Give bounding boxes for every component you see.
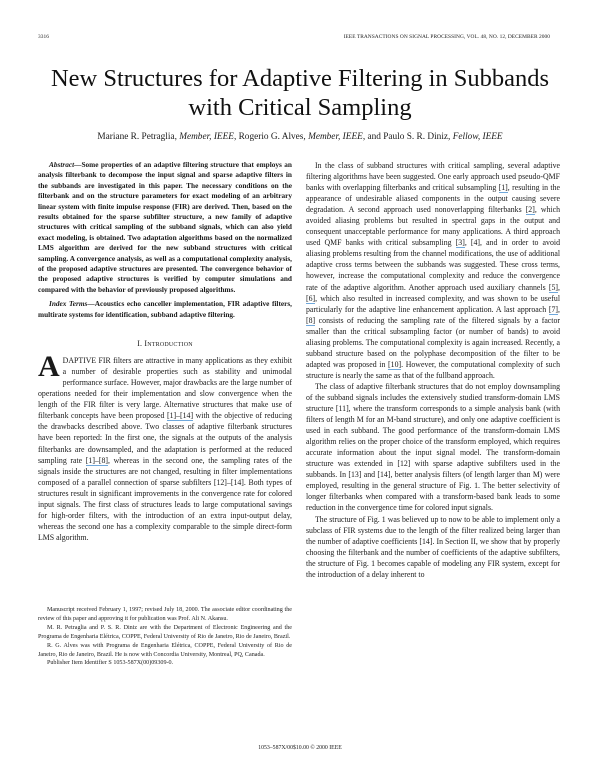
footnote-affiliation-1: M. R. Petraglia and P. S. R. Diniz are w… — [38, 624, 292, 640]
body-text: In the class of subband structures with … — [306, 161, 560, 193]
author-separator: , — [233, 132, 239, 142]
index-terms-text: Acoustics echo canceller implementation,… — [38, 299, 293, 319]
footnote-identifier: Publisher Item Identifier S 1053-587X(00… — [47, 660, 174, 667]
author-list: Mariane R. Petraglia, Member, IEEE, Roge… — [0, 132, 600, 142]
author-grade: Member, IEEE — [308, 132, 363, 142]
body-text: . However, the computational complexity … — [306, 359, 560, 380]
citation-link[interactable]: [5] — [548, 282, 559, 293]
title-line-1: New Structures for Adaptive Filtering in… — [50, 65, 550, 92]
left-column: Abstract—Some properties of an adaptive … — [38, 160, 292, 543]
body-text: , — [558, 282, 560, 292]
abstract-label: Abstract— — [49, 160, 82, 169]
body-text: consists of reducing the sampling rate o… — [306, 315, 560, 369]
author-separator: , and — [362, 132, 384, 142]
author-name: Paulo S. R. Diniz, — [383, 132, 453, 142]
running-header: 3316 IEEE TRANSACTIONS ON SIGNAL PROCESS… — [38, 34, 562, 44]
section-title: Introduction — [144, 339, 193, 349]
author-name: Rogerio G. Alves, — [238, 132, 309, 142]
title-line-2: with Critical Sampling — [188, 94, 412, 121]
citation-link[interactable]: [3] — [455, 238, 465, 249]
body-text: , whereas in the second one, the samplin… — [38, 455, 292, 542]
journal-header: IEEE TRANSACTIONS ON SIGNAL PROCESSING, … — [343, 34, 550, 40]
citation-link[interactable]: [8] — [306, 315, 316, 326]
section-number: I. — [137, 339, 145, 349]
citation-link[interactable]: [10] — [388, 359, 402, 370]
body-text: , [4], and in order to avoid aliasing pr… — [306, 238, 560, 292]
footnote-affiliation-2: R. G. Alves was with Programa de Engenha… — [38, 642, 292, 658]
section-heading-introduction: I. Introduction — [38, 338, 292, 349]
paper-title: New Structures for Adaptive Filtering in… — [0, 64, 600, 122]
right-column: In the class of subband structures with … — [306, 160, 560, 580]
author-name: Mariane R. Petraglia, — [97, 132, 180, 142]
citation-link[interactable]: [2] — [525, 205, 535, 216]
body-text: , — [558, 304, 560, 314]
page-number: 3316 — [38, 34, 49, 40]
body-paragraph: The class of adaptive filterbank structu… — [306, 381, 560, 513]
author-grade: Fellow, IEEE — [452, 132, 503, 142]
body-paragraph: The structure of Fig. 1 was believed up … — [306, 514, 560, 579]
citation-link[interactable]: [1] — [498, 183, 508, 194]
body-text: , which avoided aliasing problems but re… — [306, 205, 561, 248]
body-text: , which also resulted in increased compl… — [306, 293, 560, 314]
author-grade: Member, IEEE — [179, 132, 234, 142]
abstract-text: Some properties of an adaptive filtering… — [38, 160, 292, 294]
abstract: Abstract—Some properties of an adaptive … — [38, 160, 292, 295]
body-text: , resulting in the appearance of undesir… — [306, 183, 560, 215]
body-text: with the objective of reducing the drawb… — [38, 411, 292, 465]
footnote-manuscript: Manuscript received February 1, 1997; re… — [38, 607, 292, 622]
citation-link[interactable]: [1]–[14] — [166, 411, 194, 422]
drop-cap: A — [38, 350, 60, 384]
body-text: DAPTIVE FIR filters are attractive in ma… — [38, 356, 292, 421]
citation-link[interactable]: [6] — [306, 293, 316, 304]
index-terms-label: Index Terms— — [49, 299, 95, 309]
index-terms: Index Terms—Acoustics echo canceller imp… — [38, 299, 292, 320]
footnotes: Manuscript received February 1, 1997; re… — [38, 606, 292, 668]
citation-link[interactable]: [1]–[8] — [85, 455, 108, 466]
copyright-line: 1053–587X/00$10.00 © 2000 IEEE — [258, 745, 342, 751]
citation-link[interactable]: [7] — [548, 304, 559, 315]
body-paragraph: In the class of subband structures with … — [306, 160, 560, 381]
